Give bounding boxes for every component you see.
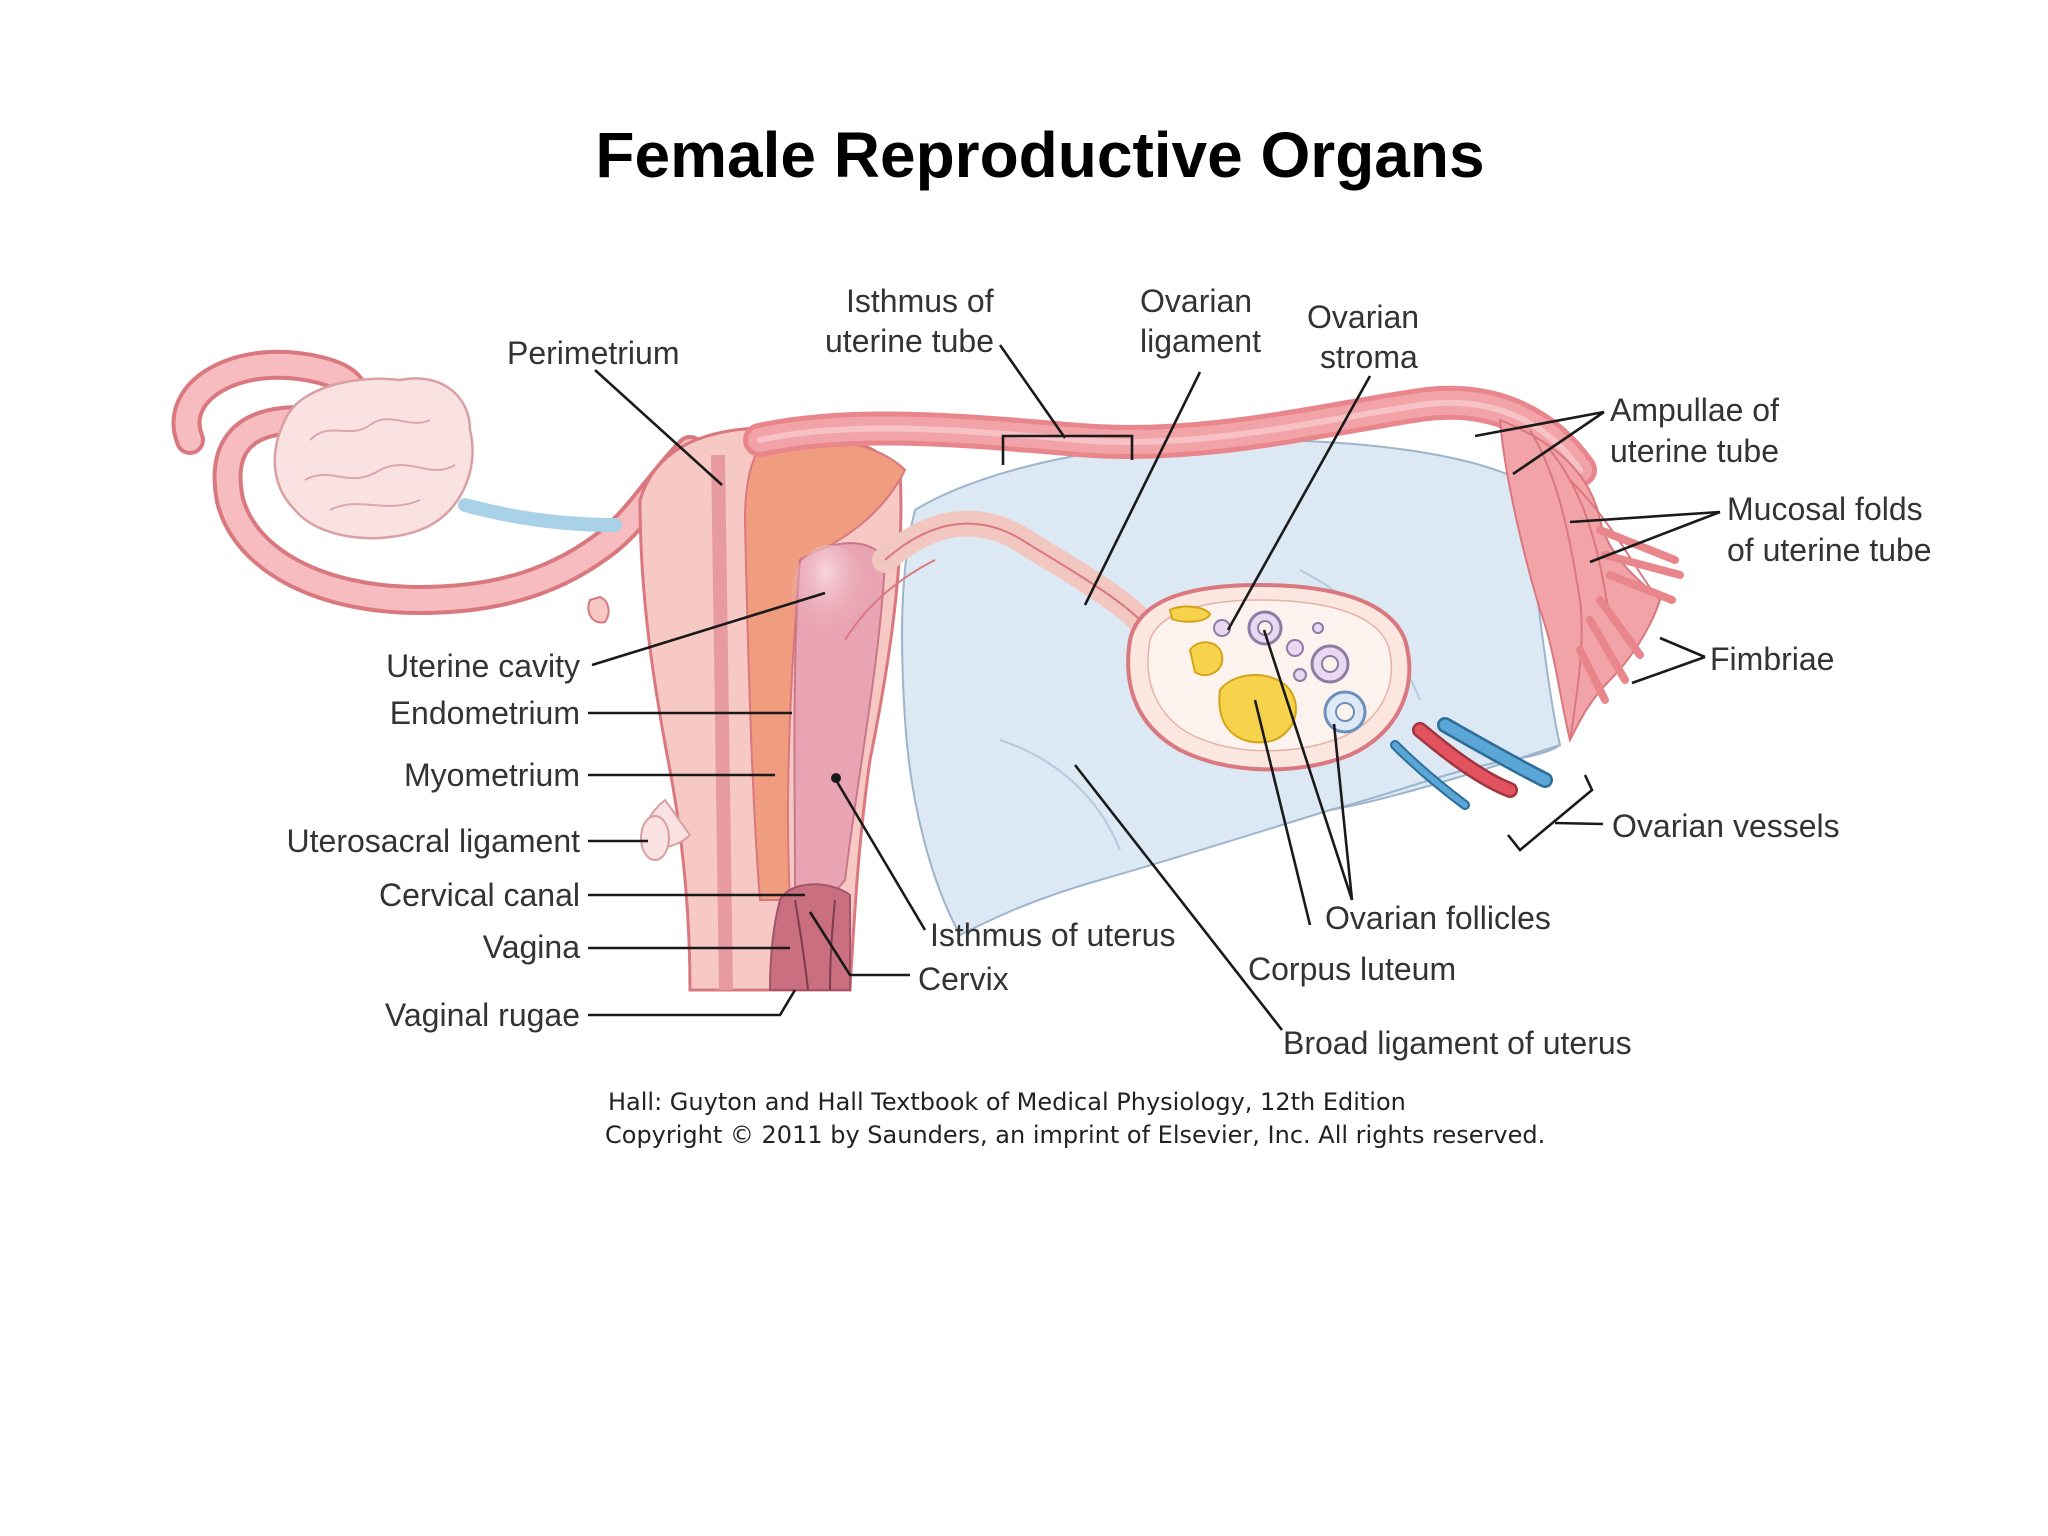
label-isthmus-of-uterine-tube-line2: uterine tube (825, 323, 994, 359)
leader-lines (588, 344, 1721, 1031)
label-ampullae-line2: uterine tube (1610, 433, 1779, 469)
label-uterine-cavity: Uterine cavity (386, 648, 580, 684)
cervix-shape (768, 883, 851, 991)
label-cervix: Cervix (918, 961, 1009, 997)
caption-copyright: Copyright © 2011 by Saunders, an imprint… (605, 1121, 1545, 1149)
myometrium-wedge (743, 436, 907, 901)
ampulla-fimbriae (1498, 418, 1662, 743)
label-cervical-canal: Cervical canal (379, 877, 580, 913)
left-ovary (273, 377, 474, 540)
label-corpus-luteum: Corpus luteum (1248, 951, 1456, 987)
label-ovarian-ligament-line1: Ovarian (1140, 283, 1252, 319)
label-vagina: Vagina (483, 929, 580, 965)
label-endometrium: Endometrium (390, 695, 580, 731)
label-ovarian-ligament-line2: ligament (1140, 323, 1261, 359)
label-myometrium: Myometrium (404, 757, 580, 793)
label-isthmus-of-uterine-tube-line1: Isthmus of (846, 283, 994, 319)
page-title: Female Reproductive Organs (595, 119, 1485, 191)
label-ovarian-stroma-line1: Ovarian (1307, 299, 1419, 335)
label-mucosal-folds-line1: Mucosal folds (1727, 491, 1923, 527)
label-ovarian-vessels: Ovarian vessels (1612, 808, 1840, 844)
label-broad-ligament: Broad ligament of uterus (1283, 1025, 1632, 1061)
caption-source: Hall: Guyton and Hall Textbook of Medica… (608, 1088, 1406, 1116)
label-isthmus-of-uterus: Isthmus of uterus (930, 917, 1175, 953)
label-ovarian-follicles: Ovarian follicles (1325, 900, 1551, 936)
label-mucosal-folds-line2: of uterine tube (1727, 532, 1932, 568)
label-fimbriae: Fimbriae (1710, 641, 1834, 677)
label-ampullae-line1: Ampullae of (1610, 392, 1779, 428)
label-uterosacral-ligament: Uterosacral ligament (287, 823, 581, 859)
label-perimetrium: Perimetrium (507, 335, 679, 371)
label-ovarian-stroma-line2: stroma (1320, 339, 1418, 375)
label-vaginal-rugae: Vaginal rugae (385, 997, 580, 1033)
